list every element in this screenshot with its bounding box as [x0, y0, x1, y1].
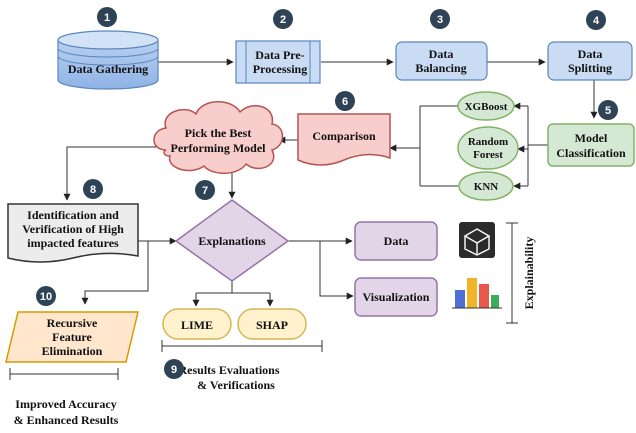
- comparison-label: Comparison: [312, 129, 376, 143]
- connectors: [9, 58, 598, 380]
- data-preprocessing-label-2: Processing: [253, 62, 307, 76]
- lime-node: LIME: [162, 308, 232, 340]
- svg-text:1: 1: [104, 12, 110, 24]
- model-classification-label-2: Classification: [556, 146, 626, 160]
- model-classification-label-1: Model: [575, 131, 608, 145]
- step-badge-6: 6: [335, 91, 355, 111]
- step-badge-10: 10: [36, 286, 56, 306]
- data-gathering-label: Data Gathering: [68, 62, 148, 76]
- explanations-label: Explanations: [198, 234, 266, 248]
- visualization-node: Visualization: [354, 277, 438, 317]
- data-preprocessing-label-1: Data Pre-: [255, 48, 304, 62]
- svg-text:5: 5: [605, 105, 611, 117]
- xgboost-label: XGBoost: [465, 101, 508, 113]
- svg-text:7: 7: [202, 185, 208, 197]
- improved-caption-1: Improved Accuracy: [15, 397, 116, 411]
- data-output-node: Data: [354, 221, 438, 261]
- identification-label-2: Verification of High: [22, 222, 124, 236]
- comparison-node: Comparison: [297, 113, 391, 166]
- rfe-node: Recursive Feature Elimination: [5, 311, 139, 363]
- identification-label-1: Identification and: [27, 208, 119, 222]
- results-caption-1: Results Evaluations: [178, 363, 279, 377]
- explainability-label: Explainability: [522, 237, 536, 310]
- lime-label: LIME: [181, 318, 213, 332]
- visualization-label: Visualization: [363, 290, 430, 304]
- identification-label-3: impacted features: [27, 236, 119, 250]
- explanations-node: Explanations: [174, 199, 290, 282]
- svg-text:10: 10: [40, 291, 52, 303]
- step-badge-4: 4: [586, 10, 606, 30]
- data-preprocessing-node: Data Pre- Processing: [235, 40, 321, 84]
- rfe-label-3: Elimination: [42, 344, 103, 358]
- data-gathering-node: Data Gathering: [57, 30, 159, 90]
- random-forest-label-1: Random: [468, 136, 508, 148]
- bar-chart-icon: [452, 278, 502, 309]
- best-model-label-1: Pick the Best: [185, 126, 252, 140]
- knn-label: KNN: [474, 181, 499, 193]
- data-balancing-label-2: Balancing: [415, 61, 466, 75]
- svg-text:8: 8: [90, 184, 96, 196]
- random-forest-label-2: Forest: [473, 149, 503, 161]
- data-splitting-label-1: Data: [578, 47, 603, 61]
- best-model-label-2: Performing Model: [171, 141, 267, 155]
- identification-node: Identification and Verification of High …: [7, 203, 139, 263]
- results-caption-2: & Verifications: [197, 378, 275, 392]
- rfe-label-1: Recursive: [47, 316, 98, 330]
- svg-text:3: 3: [437, 14, 443, 26]
- xgboost-node: XGBoost: [457, 91, 515, 121]
- rfe-label-2: Feature: [52, 330, 92, 344]
- improved-caption-2: & Enhanced Results: [14, 413, 119, 427]
- step-badge-8: 8: [83, 179, 103, 199]
- data-cube-icon: [459, 222, 495, 258]
- shap-node: SHAP: [237, 308, 307, 340]
- data-output-label: Data: [384, 234, 409, 248]
- data-balancing-node: Data Balancing: [395, 41, 488, 81]
- step-badge-5: 5: [598, 100, 618, 120]
- model-classification-node: Model Classification: [547, 123, 635, 167]
- svg-text:6: 6: [342, 96, 348, 108]
- best-model-node: Pick the Best Performing Model: [153, 101, 284, 174]
- knn-node: KNN: [458, 171, 514, 201]
- svg-text:9: 9: [171, 364, 177, 376]
- svg-text:2: 2: [280, 14, 286, 26]
- data-splitting-label-2: Splitting: [568, 61, 612, 75]
- data-balancing-label-1: Data: [429, 47, 454, 61]
- step-badge-7: 7: [195, 180, 215, 200]
- svg-text:4: 4: [593, 15, 600, 27]
- shap-label: SHAP: [256, 318, 288, 332]
- step-badge-3: 3: [430, 9, 450, 29]
- step-badge-1: 1: [97, 7, 117, 27]
- data-splitting-node: Data Splitting: [547, 41, 633, 81]
- step-badge-2: 2: [273, 9, 293, 29]
- random-forest-node: Random Forest: [457, 126, 519, 170]
- step-badge-9: 9: [164, 359, 184, 379]
